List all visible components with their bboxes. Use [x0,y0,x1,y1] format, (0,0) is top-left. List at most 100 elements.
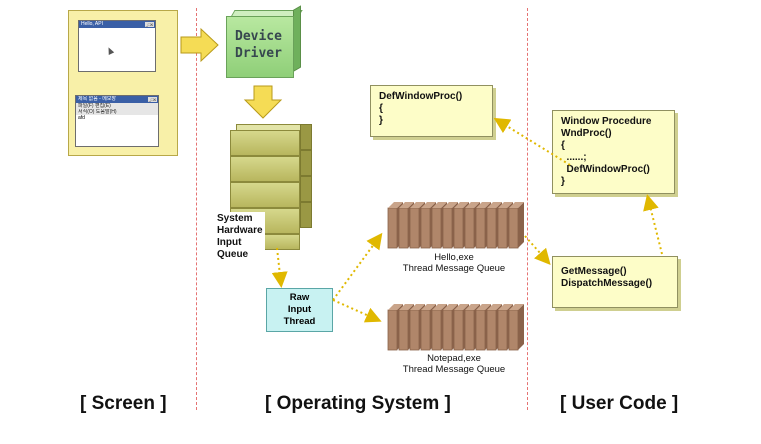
driver-to-queue-arrow [243,85,283,119]
hardware-queue-label-1: System [217,213,253,224]
defwindowproc-box: DefWindowProc() { } [370,85,493,137]
defwindowproc-line-3: } [379,115,383,126]
raw-thread-to-hello-queue-arrow [332,232,383,301]
user-code-section-label: [ User Code ] [560,393,679,414]
queue-block-top [454,304,469,310]
raw-input-label-1: Raw [289,292,310,303]
raw-input-label-3: Thread [283,316,316,327]
raw-input-label-2: Input [287,304,312,315]
hardware-queue-slab [230,182,300,208]
notepad-queue-label-1: Notepad,exe [427,353,481,364]
queue-block-top [487,304,502,310]
queue-block [387,207,398,249]
queue-block [475,207,486,249]
queue-block [475,309,486,351]
wndproc-line-5: DefWindowProc() [561,164,650,175]
queue-block [431,207,442,249]
queue-block [453,207,464,249]
queue-block-top [509,202,524,208]
queue-block-top [421,304,436,310]
hardware-queue-slab-side [300,150,312,176]
wndproc-line-3: { [561,140,565,151]
queue-block-top [498,304,513,310]
queue-block [508,309,519,351]
hardware-queue-label-2: Hardware [217,225,263,236]
queue-block-top [476,304,491,310]
defwindowproc-line-1: DefWindowProc() [379,91,463,102]
hardware-queue-slab [230,156,300,182]
hello-window-title: Hello, API [81,21,103,27]
queue-block [387,309,398,351]
hardware-queue-label-3: Input [217,237,242,248]
hardware-queue-slab-side [300,202,312,228]
notepad-queue-label: Notepad,exe Thread Message Queue [386,353,522,375]
notepad-text: afd [78,115,85,121]
hardware-queue-slab-side [300,124,312,150]
message-loop-line-2: DispatchMessage() [561,278,653,289]
notepad-window-thumbnail: 제목 없음 - 메모장 _□X 파일(F) 편집(E) 서식(O) 도움말(H)… [75,95,159,147]
raw-input-thread-box: Raw Input Thread [266,288,333,332]
window-buttons: _□X [147,97,157,102]
queue-block [464,309,475,351]
notepad-thread-message-queue [387,304,524,351]
hardware-queue-slab [230,130,300,156]
queue-block-top [443,304,458,310]
wndproc-line-6: } [561,176,565,187]
screen-panel: Hello, API _□X 제목 없음 - 메모장 _□X 파일(F) 편집(… [68,10,178,156]
screen-section-label: [ Screen ] [80,393,167,414]
queue-block [486,309,497,351]
queue-block-top [399,304,414,310]
hello-queue-to-getmessage-arrow [524,235,551,265]
queue-to-raw-thread-arrow [271,247,288,288]
device-driver-label-2: Driver [235,46,282,61]
section-divider-os-usercode [527,8,528,410]
queue-block [442,309,453,351]
notepad-window-titlebar: 제목 없음 - 메모장 _□X [76,96,158,103]
section-divider-screen-os [196,8,197,410]
hello-thread-message-queue [387,202,524,249]
queue-block-side [518,304,524,350]
queue-block-side [518,202,524,248]
message-loop-line-1: GetMessage() [561,266,627,277]
hello-window-thumbnail: Hello, API _□X [78,20,156,72]
queue-block [497,207,508,249]
queue-block-top [432,202,447,208]
queue-block-top [454,202,469,208]
queue-block [431,309,442,351]
queue-block [420,309,431,351]
window-procedure-box: Window Procedure WndProc() { ......; Def… [552,110,675,194]
queue-block-top [498,202,513,208]
queue-block-top [476,202,491,208]
queue-block-top [388,202,403,208]
dispatch-to-wndproc-arrow [643,194,663,255]
device-driver-box: Device Driver [226,16,294,78]
queue-block-top [465,304,480,310]
os-section-label: [ Operating System ] [265,393,451,414]
queue-block [442,207,453,249]
notepad-window-title: 제목 없음 - 메모장 [78,96,117,102]
queue-block [508,207,519,249]
hardware-queue-label: System Hardware Input Queue [215,212,265,262]
queue-block-top [399,202,414,208]
queue-block-top [509,304,524,310]
queue-block [464,207,475,249]
queue-block [420,207,431,249]
queue-block-top [410,304,425,310]
queue-block-top [487,202,502,208]
notepad-menu-row-2: 서식(O) 도움말(H) [76,109,158,115]
queue-block [398,207,409,249]
queue-block [453,309,464,351]
screen-to-driver-arrow [180,27,219,63]
queue-block [497,309,508,351]
queue-block-top [443,202,458,208]
message-loop-box: GetMessage() DispatchMessage() [552,256,678,308]
wndproc-line-4: ......; [561,152,587,163]
hello-queue-label-1: Hello,exe [434,252,474,263]
defwindowproc-line-2: { [379,103,383,114]
notepad-queue-label-2: Thread Message Queue [402,364,506,375]
wndproc-line-1: Window Procedure [561,116,652,127]
window-buttons: _□X [144,22,154,27]
queue-block-top [432,304,447,310]
hello-queue-label: Hello,exe Thread Message Queue [386,252,522,274]
